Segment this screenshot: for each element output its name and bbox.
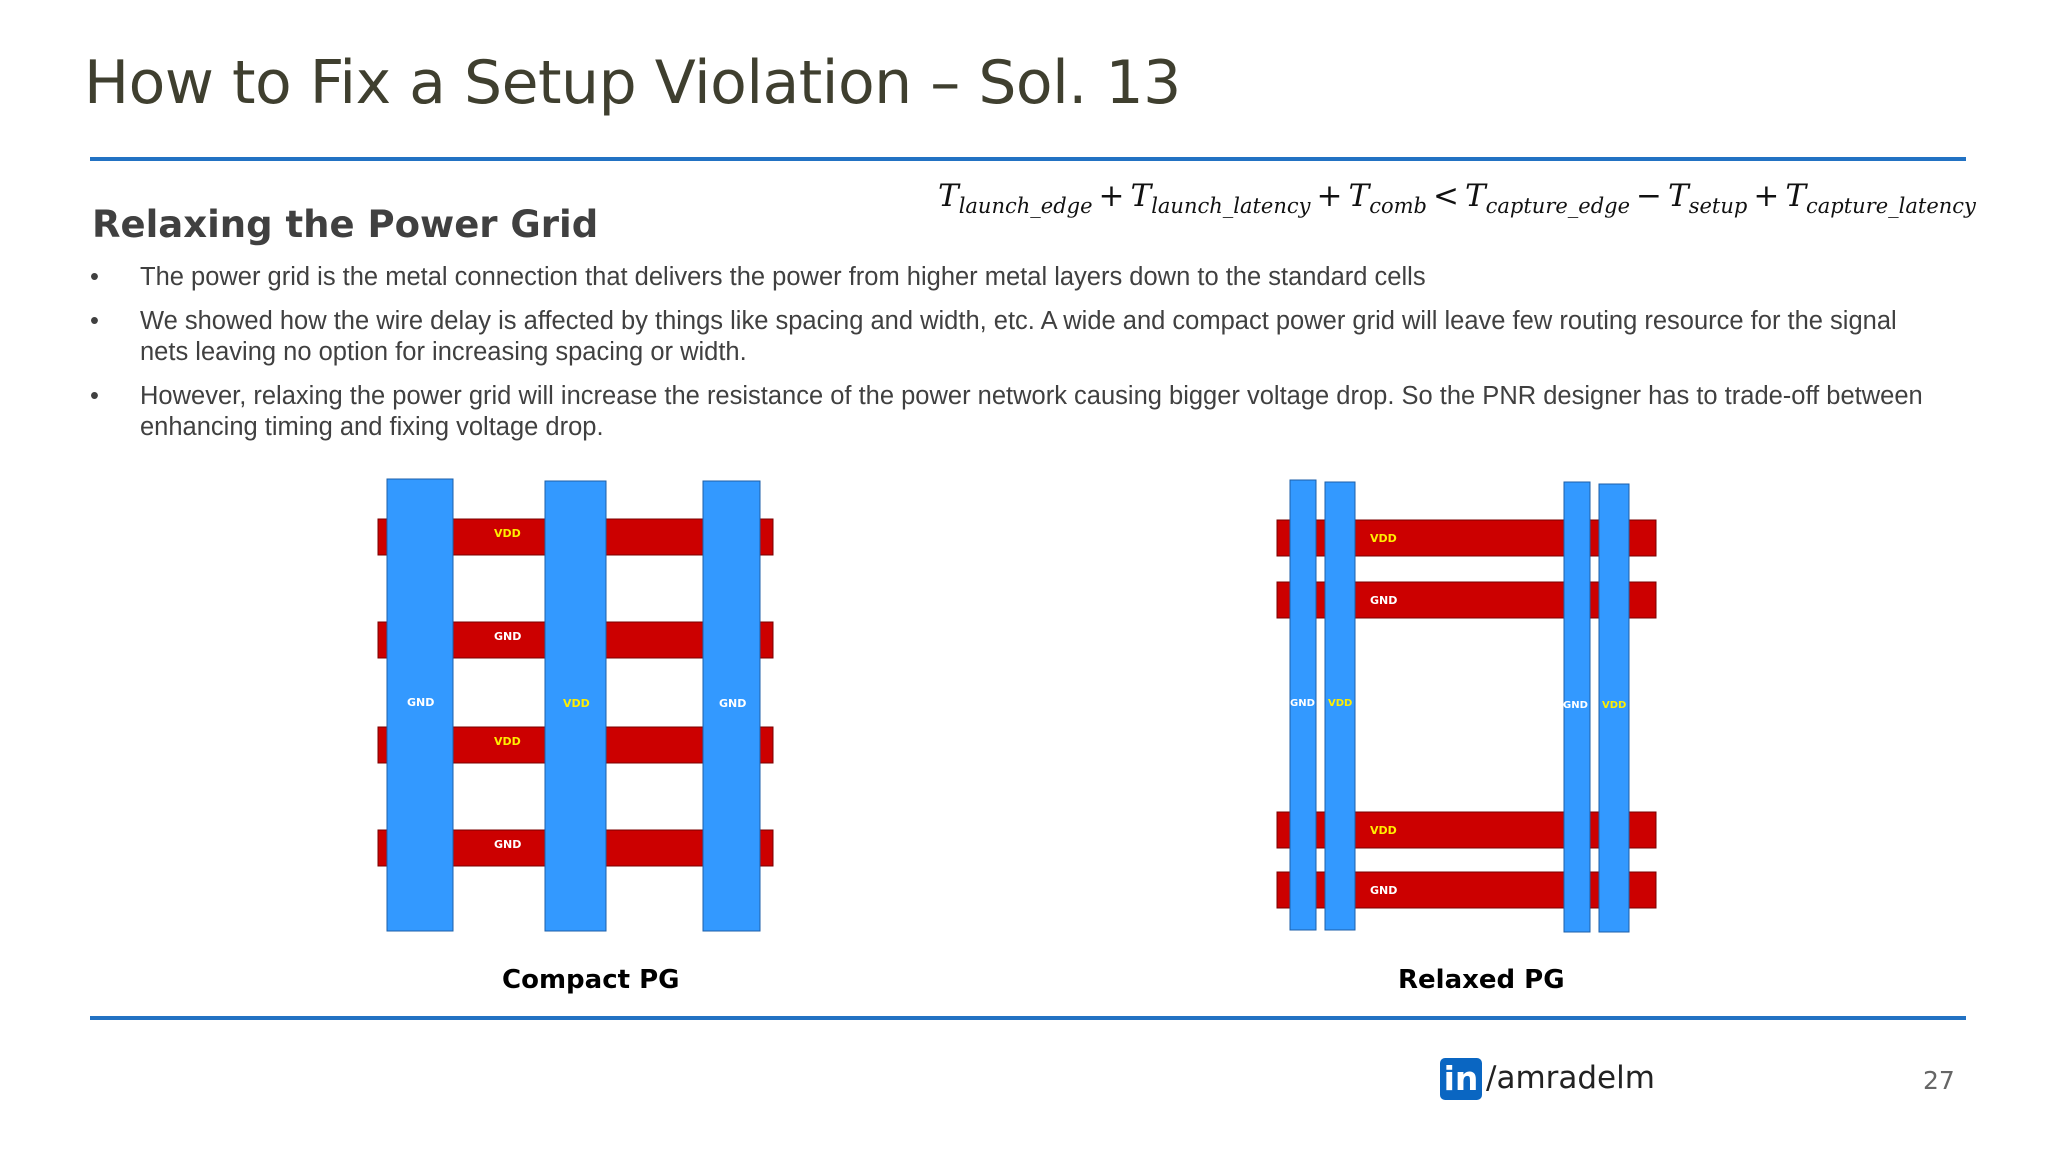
relaxed-pg-caption: Relaxed PG xyxy=(1398,965,1565,995)
compact-rail-labels: VDD GND VDD GND xyxy=(494,527,521,851)
formula-t: T xyxy=(1668,178,1689,214)
formula-t: T xyxy=(1785,178,1806,214)
compact-stripe-2 xyxy=(544,480,607,932)
formula-sub-launch-latency: launch_latency xyxy=(1151,194,1311,219)
bullet-text: However, relaxing the power grid will in… xyxy=(140,382,1923,441)
compact-stripe-3 xyxy=(702,480,761,932)
formula-sub-capture-edge: capture_edge xyxy=(1485,194,1631,219)
slide-title: How to Fix a Setup Violation – Sol. 13 xyxy=(84,48,1181,118)
bullet-item: • The power grid is the metal connection … xyxy=(90,262,1950,293)
compact-stripe-1 xyxy=(386,478,454,932)
relaxed-stripe-labels: GND VDD GND VDD xyxy=(1290,698,1626,711)
relaxed-stripe-1 xyxy=(1289,479,1317,931)
bullet-text: The power grid is the metal connection t… xyxy=(140,263,1426,291)
section-heading: Relaxing the Power Grid xyxy=(92,203,599,246)
formula-op-plus: + xyxy=(1316,178,1343,214)
page-number: 27 xyxy=(1923,1066,1955,1095)
bottom-divider xyxy=(90,1016,1966,1020)
bullet-item: • We showed how the wire delay is affecte… xyxy=(90,306,1950,368)
formula-op-plus: + xyxy=(1098,178,1125,214)
relaxed-rail-labels: VDD GND VDD GND xyxy=(1370,532,1397,897)
timing-formula: Tlaunch_edge+Tlaunch_latency+Tcomb<Tcapt… xyxy=(938,178,1976,218)
relaxed-stripe-label: GND xyxy=(1563,700,1588,711)
formula-op-less: < xyxy=(1432,178,1459,214)
compact-stripe-labels: GND VDD GND xyxy=(407,696,746,710)
relaxed-vertical-stripes xyxy=(1289,479,1630,933)
bullet-dot: • xyxy=(90,263,99,291)
relaxed-rail-label: VDD xyxy=(1370,824,1397,837)
relaxed-stripe-2 xyxy=(1324,481,1356,931)
compact-stripe-label: GND xyxy=(719,697,746,710)
formula-sub-setup: setup xyxy=(1688,194,1748,219)
formula-t: T xyxy=(938,178,959,214)
relaxed-stripe-3 xyxy=(1563,481,1591,933)
compact-stripe-label: VDD xyxy=(563,697,590,710)
formula-op-minus: − xyxy=(1636,178,1663,214)
bullet-list: • The power grid is the metal connection … xyxy=(90,262,1950,456)
relaxed-stripe-4 xyxy=(1598,483,1630,933)
compact-pg-diagram: VDD GND VDD GND GND VDD GND xyxy=(377,478,774,932)
relaxed-rail-label: VDD xyxy=(1370,532,1397,545)
relaxed-stripe-label: VDD xyxy=(1602,700,1626,711)
bullet-dot: • xyxy=(90,382,99,410)
relaxed-stripe-label: GND xyxy=(1290,698,1315,709)
bullet-item: • However, relaxing the power grid will i… xyxy=(90,381,1950,443)
compact-vertical-stripes xyxy=(386,478,761,932)
formula-sub-capture-latency: capture_latency xyxy=(1806,194,1976,219)
relaxed-rail-label: GND xyxy=(1370,594,1397,607)
compact-rail-label: VDD xyxy=(494,527,521,540)
relaxed-rail-label: GND xyxy=(1370,884,1397,897)
compact-stripe-label: GND xyxy=(407,696,434,709)
compact-pg-caption: Compact PG xyxy=(502,965,680,995)
formula-t: T xyxy=(1464,178,1486,214)
relaxed-stripe-label: VDD xyxy=(1328,698,1352,709)
top-divider xyxy=(90,157,1966,161)
compact-rail-label: VDD xyxy=(494,735,521,748)
bullet-dot: • xyxy=(90,307,99,335)
formula-t: T xyxy=(1348,178,1370,214)
compact-rail-label: GND xyxy=(494,838,521,851)
linkedin-badge-text: in xyxy=(1443,1059,1479,1098)
linkedin-handle[interactable]: /amradelm xyxy=(1486,1060,1655,1096)
bullet-text: We showed how the wire delay is affected… xyxy=(140,307,1897,366)
formula-sub-comb: comb xyxy=(1369,194,1427,219)
formula-op-plus: + xyxy=(1753,178,1780,214)
relaxed-pg-diagram: VDD GND VDD GND GND VDD GND VDD xyxy=(1276,479,1657,933)
compact-rail-label: GND xyxy=(494,630,521,643)
formula-sub-launch-edge: launch_edge xyxy=(958,194,1093,219)
linkedin-icon[interactable]: in xyxy=(1440,1058,1482,1100)
formula-t: T xyxy=(1130,178,1152,214)
